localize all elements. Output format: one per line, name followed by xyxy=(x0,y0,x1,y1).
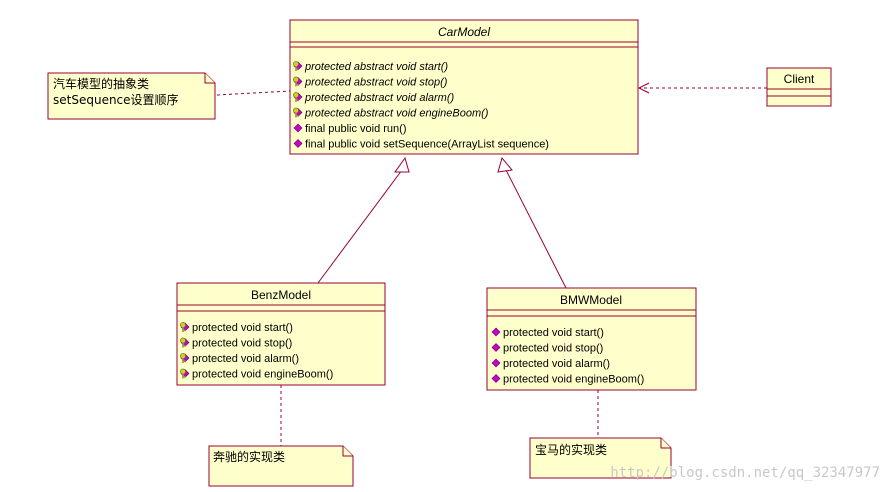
operation-row: final public void setSequence(ArrayList … xyxy=(293,139,549,151)
operation-signature: final public void setSequence(ArrayList … xyxy=(305,139,549,151)
watermark: http://blog.csdn.net/qq_32347977 xyxy=(610,465,880,481)
benzmodel-class-name: BenzModel xyxy=(251,288,311,302)
operation-signature: protected void start() xyxy=(503,327,604,339)
carmodel-class-name: CarModel xyxy=(438,25,490,39)
benzmodel-operations: protected void start() protected void sto… xyxy=(179,321,333,381)
client-dependency-arrowhead xyxy=(637,82,650,94)
carmodel-note-fold xyxy=(204,73,215,84)
carmodel-note-line1: 汽车模型的抽象类 xyxy=(53,76,149,91)
bmw-note-body xyxy=(529,437,672,479)
note-benz[interactable]: 奔驰的实现类 xyxy=(208,445,354,487)
carmodel-note-line2: setSequence设置顺序 xyxy=(53,92,179,107)
benz-note-line1: 奔驰的实现类 xyxy=(213,449,285,464)
connectors xyxy=(216,82,767,446)
client-class-name: Client xyxy=(784,72,815,86)
bmw-note-fold xyxy=(660,438,671,449)
carmodel-operations: protected abstract void start() protected… xyxy=(292,60,549,151)
class-bmwmodel[interactable]: BMWModel protected void start()protected… xyxy=(486,287,697,391)
operation-signature: protected void stop() xyxy=(192,338,292,350)
operation-signature: final public void run() xyxy=(305,123,407,135)
operation-signature: protected abstract void alarm() xyxy=(304,92,455,104)
operation-row: protected void start() xyxy=(179,321,293,334)
operation-row: protected void stop() xyxy=(179,337,292,350)
operation-signature: protected void stop() xyxy=(503,343,603,355)
class-carmodel[interactable]: CarModel protected abstract void start()… xyxy=(289,19,639,155)
operation-signature: protected void start() xyxy=(192,322,293,334)
operation-signature: protected void engineBoom() xyxy=(503,374,644,386)
benz-note-body xyxy=(208,445,354,487)
operation-row: protected void start() xyxy=(491,327,604,339)
benzmodel-box xyxy=(176,282,386,386)
operation-row: protected void alarm() xyxy=(179,352,299,365)
bmwmodel-box xyxy=(486,287,697,391)
operation-signature: protected abstract void stop() xyxy=(304,77,448,89)
bmw-generalization-line xyxy=(505,169,567,289)
operation-signature: protected void alarm() xyxy=(503,358,610,370)
operation-signature: protected abstract void engineBoom() xyxy=(304,108,489,120)
bmwmodel-class-name: BMWModel xyxy=(560,293,622,307)
client-box xyxy=(766,67,832,107)
class-benzmodel[interactable]: BenzModel protected void start()protecte… xyxy=(176,282,386,386)
note-carmodel[interactable]: 汽车模型的抽象类 setSequence设置顺序 xyxy=(47,72,216,120)
operation-row: protected void engineBoom() xyxy=(491,374,644,386)
bmw-note-line1: 宝马的实现类 xyxy=(535,442,607,457)
operation-row: protected void alarm() xyxy=(491,358,610,370)
operation-row: protected abstract void alarm() xyxy=(292,91,455,104)
benz-generalization-line xyxy=(317,169,403,284)
operation-row: final public void run() xyxy=(293,123,407,135)
operation-row: protected void engineBoom() xyxy=(179,368,333,381)
bmwmodel-operations: protected void start() protected void sto… xyxy=(491,327,644,386)
operation-signature: protected void alarm() xyxy=(192,353,299,365)
note-bmw[interactable]: 宝马的实现类 xyxy=(529,437,672,479)
carmodel-note-anchor xyxy=(216,90,291,96)
carmodel-note-body xyxy=(47,72,216,120)
class-client[interactable]: Client xyxy=(766,67,832,107)
benz-note-fold xyxy=(342,446,353,457)
operation-row: protected abstract void stop() xyxy=(292,76,448,89)
operation-row: protected abstract void engineBoom() xyxy=(292,107,489,120)
bmw-generalization-arrowhead xyxy=(497,156,513,173)
benz-generalization-arrowhead xyxy=(394,156,410,173)
operation-row: protected abstract void start() xyxy=(292,60,448,73)
operation-row: protected void stop() xyxy=(491,343,603,355)
operation-signature: protected abstract void start() xyxy=(304,61,448,73)
operation-signature: protected void engineBoom() xyxy=(192,369,333,381)
